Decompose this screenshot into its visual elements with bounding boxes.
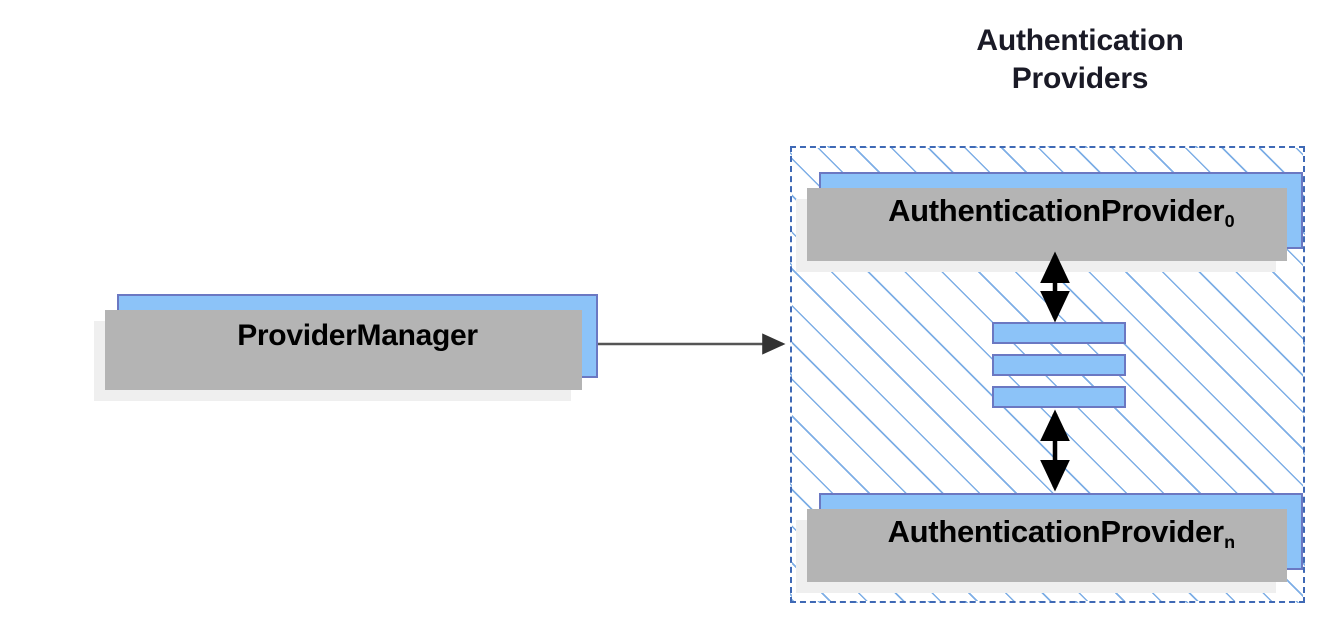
node-authentication-provider-first-subscript: 0 bbox=[1224, 211, 1235, 232]
node-authentication-provider-last-subscript: n bbox=[1224, 532, 1235, 553]
group-title: Authentication Providers bbox=[976, 24, 1184, 96]
more-providers-indicator bbox=[992, 322, 1126, 408]
node-authentication-provider-first-text: AuthenticationProvider bbox=[888, 193, 1225, 228]
node-authentication-provider-first-label: AuthenticationProvider0 bbox=[888, 193, 1235, 230]
ellipsis-bar-1 bbox=[992, 322, 1126, 344]
node-provider-manager-label: ProviderManager bbox=[237, 319, 478, 352]
node-authentication-provider-last-label: AuthenticationProvidern bbox=[887, 514, 1235, 551]
node-authentication-provider-first[interactable]: AuthenticationProvider0 bbox=[796, 172, 1303, 272]
ellipsis-bar-2 bbox=[992, 354, 1126, 376]
ellipsis-bar-3 bbox=[992, 386, 1126, 408]
node-provider-manager[interactable]: ProviderManager bbox=[94, 294, 598, 401]
node-authentication-provider-last[interactable]: AuthenticationProvidern bbox=[796, 493, 1303, 593]
node-authentication-provider-last-text: AuthenticationProvider bbox=[887, 514, 1224, 549]
